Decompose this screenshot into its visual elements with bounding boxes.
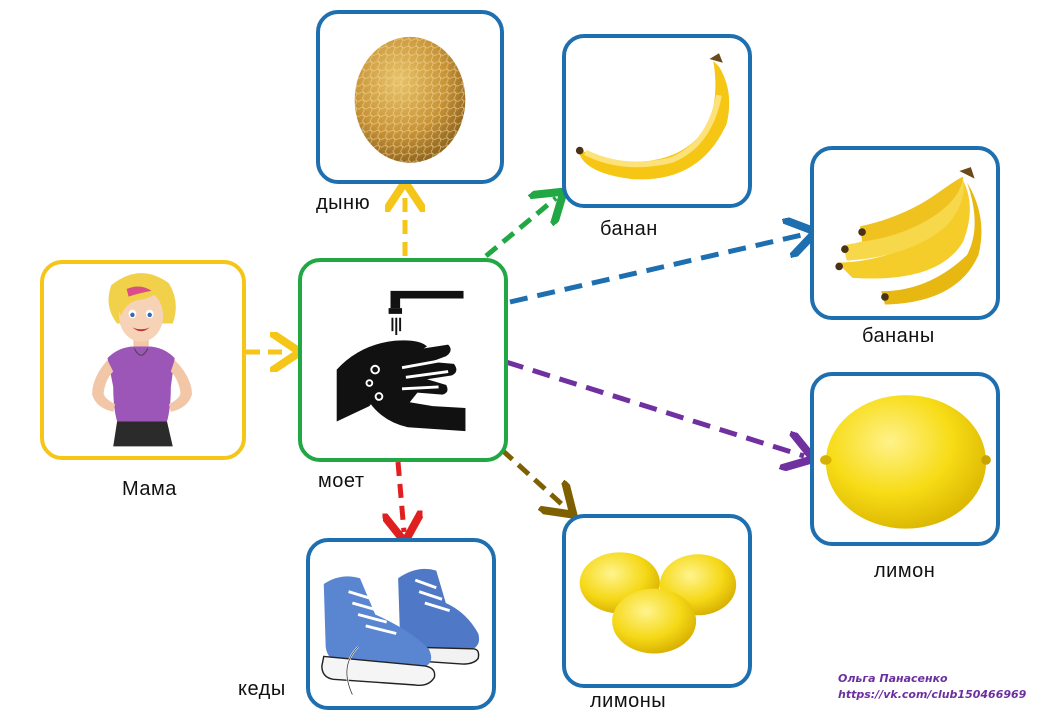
washes-label: моет [318,470,365,492]
arrow-washes-to-lemons [500,448,566,508]
lemon-card[interactable] [810,372,1000,546]
mama-card[interactable] [40,260,246,460]
arrow-washes-to-sneakers [398,461,404,532]
banana-icon [575,53,730,180]
sneakers-label: кеды [238,678,286,700]
melon-icon [354,36,466,163]
sneakers-card[interactable] [306,538,496,710]
arrow-washes-to-banana [484,198,556,258]
hand-washing-icon [336,290,466,432]
mama-label: Мама [122,478,177,500]
melon-card[interactable] [316,10,504,184]
credit-link[interactable]: https://vk.com/club150466969 [838,688,1027,701]
lemon-label: лимон [874,560,936,582]
bananas-label: бананы [862,325,935,347]
bananas-card[interactable] [810,146,1000,320]
sneakers-icon [321,568,480,695]
banana-card[interactable] [562,34,752,208]
melon-label: дыню [316,192,371,214]
woman-icon [92,273,192,447]
lemons-label: лимоны [590,690,667,712]
arrow-washes-to-bananas [509,234,806,305]
credit-author: Ольга Панасенко [838,672,948,685]
lemons-card[interactable] [562,514,752,688]
washes-card[interactable] [298,258,508,462]
lemons-icon [579,552,737,654]
banana-label: банан [600,218,658,240]
lemon-icon [820,395,991,529]
banana-bunch-icon [835,167,982,305]
arrow-washes-to-lemon [505,359,804,456]
